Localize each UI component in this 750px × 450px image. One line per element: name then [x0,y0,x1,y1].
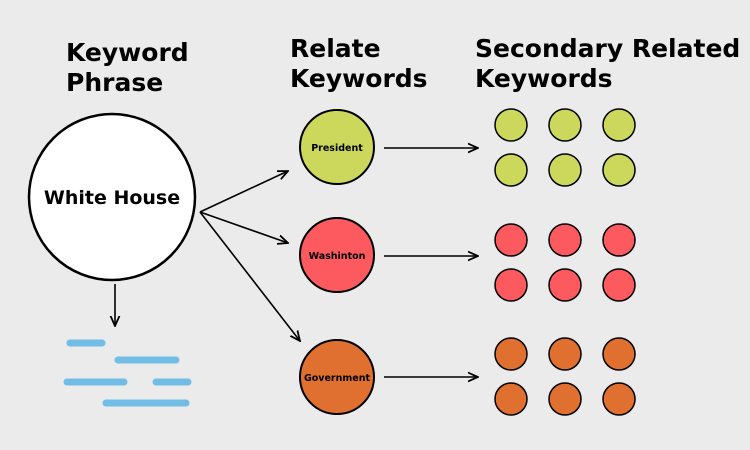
related-keywords-heading-line-2: Keywords [290,64,428,93]
related-keyword-washinton: Washinton [299,217,375,293]
related-keyword-label: President [311,143,363,154]
arrow-main-to-government [199,211,300,341]
secondary-keyword-dot [602,223,636,257]
secondary-keyword-dot [494,268,528,302]
secondary-keyword-dot [548,223,582,257]
secondary-keywords-heading-line-2: Keywords [475,64,613,93]
secondary-keywords-grid [494,108,636,416]
secondary-keyword-dot [548,153,582,187]
secondary-group-government [494,337,636,416]
secondary-keyword-dot [602,153,636,187]
keyword-phrase-heading-line-2: Phrase [66,68,164,97]
secondary-keyword-dot [548,337,582,371]
related-keyword-label: Washinton [309,251,366,262]
secondary-keywords-heading-line-1: Secondary Related [475,34,741,63]
secondary-keyword-dot [602,337,636,371]
arrow-main-to-washinton [199,211,288,243]
keyword-phrase-heading: Keyword Phrase [66,38,189,98]
secondary-keywords-heading: Secondary Related Keywords [475,34,740,94]
related-keyword-government: Government [299,339,375,415]
secondary-keyword-dot [494,108,528,142]
secondary-keyword-dot [548,108,582,142]
related-keyword-label: Government [304,373,371,384]
secondary-keyword-dot [494,382,528,416]
related-keyword-circle [299,339,375,415]
keyword-phrase-heading-line-1: Keyword [66,38,189,67]
secondary-group-president [494,108,636,187]
main-keyword-label: White House [44,187,180,209]
secondary-keyword-dot [494,153,528,187]
related-keyword-president: President [299,109,375,185]
secondary-group-washinton [494,223,636,302]
text-placeholder-block [63,339,192,407]
secondary-keyword-dot [494,337,528,371]
secondary-keyword-dot [548,382,582,416]
secondary-keyword-dot [602,108,636,142]
arrow-main-to-president [199,171,288,213]
secondary-keyword-dot [494,223,528,257]
related-keywords-heading-line-1: Relate [290,34,381,63]
secondary-keyword-dot [548,268,582,302]
main-keyword-circle [27,112,197,282]
secondary-keyword-dot [602,382,636,416]
related-keyword-circle [299,217,375,293]
related-keywords-heading: Relate Keywords [290,34,428,94]
secondary-keyword-dot [602,268,636,302]
related-keyword-circle [299,109,375,185]
